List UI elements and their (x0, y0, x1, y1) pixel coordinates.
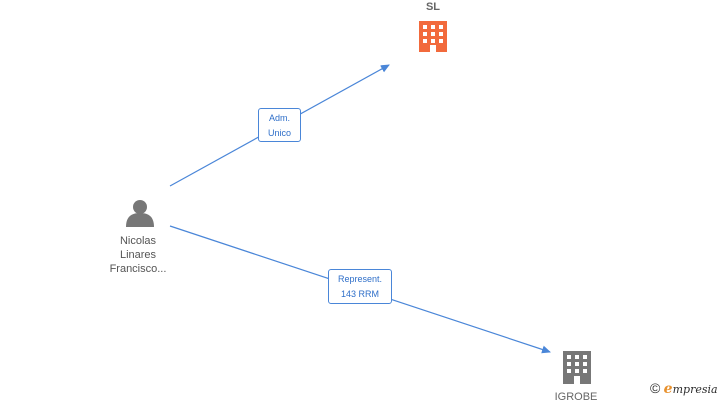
edge-label-represent: Represent. 143 RRM (328, 269, 392, 304)
edge-label-line: Adm. (268, 113, 290, 123)
company-name-top[interactable]: SL (425, 1, 441, 13)
person-icon[interactable] (126, 200, 154, 227)
edge-label-adm-unico: Adm. Unico (258, 108, 301, 142)
edge-label-line: Unico (267, 128, 291, 138)
logo-text: mpresia (672, 383, 718, 396)
person-name-line: Nicolas (119, 235, 157, 247)
logo-initial: e (663, 381, 673, 397)
person-name-line: Linares (119, 249, 157, 261)
company-name-bottom[interactable]: IGROBE (554, 391, 598, 403)
edge-label-line: Represent. (337, 274, 383, 284)
copyright-icon: © (650, 380, 661, 396)
building-icon[interactable] (563, 351, 591, 384)
empresia-logo[interactable]: © empresia (650, 380, 728, 400)
person-name-line: Francisco... (109, 263, 167, 275)
person-name[interactable]: Nicolas Linares Francisco... (96, 234, 180, 276)
edge-label-line: 143 RRM (340, 289, 379, 299)
building-icon[interactable] (419, 21, 447, 52)
